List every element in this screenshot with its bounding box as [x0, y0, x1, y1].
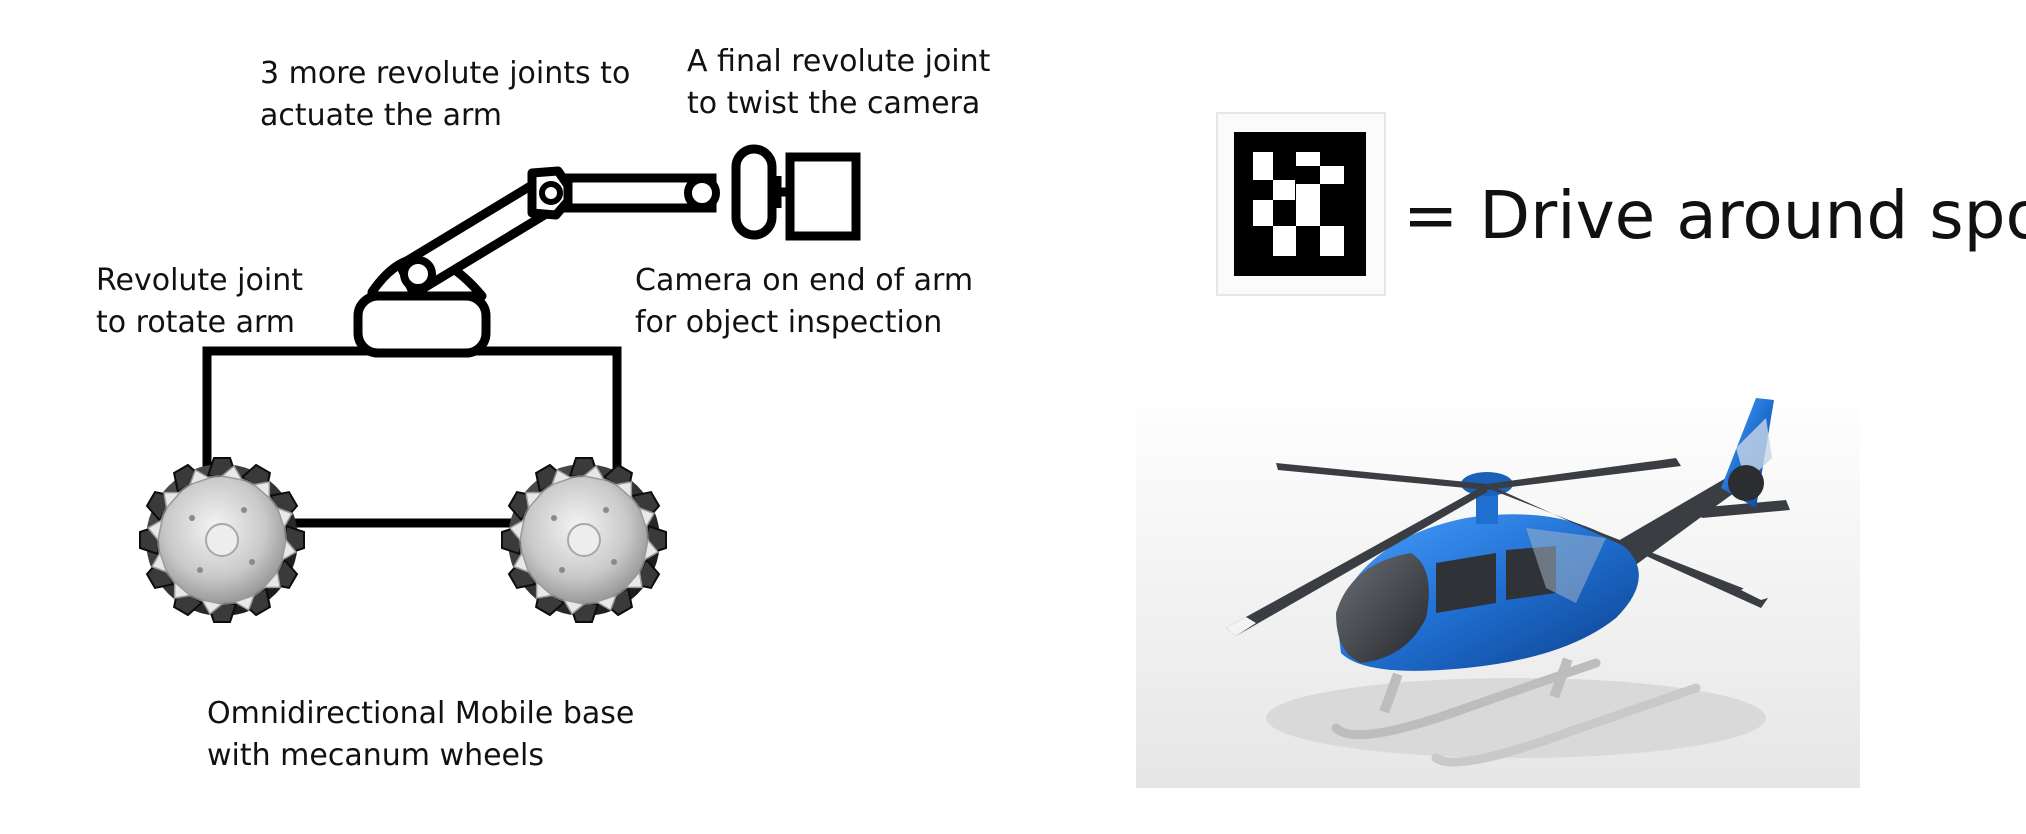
- mecanum-wheel-icon: [501, 457, 667, 623]
- rotate-joint-label-line-2: to rotate arm: [96, 305, 295, 340]
- mecanum-wheel-icon: [139, 457, 305, 623]
- twist-joint: [731, 144, 777, 240]
- marker-caption: = Drive around spot: [1403, 177, 2026, 254]
- base-label-line-2: with mecanum wheels: [207, 738, 544, 773]
- helicopter-icon: [1136, 388, 1860, 788]
- arm-joints-label-line-1: 3 more revolute joints to: [260, 56, 631, 91]
- final-joint-label-line-2: to twist the camera: [687, 86, 981, 121]
- elbow-pivot: [539, 181, 563, 205]
- final-joint-label-line-1: A final revolute joint: [687, 44, 991, 79]
- rotate-joint-label: Revolute joint to rotate arm: [96, 260, 303, 344]
- mecanum-wheel-left: [139, 457, 305, 623]
- final-joint-label: A final revolute joint to twist the came…: [687, 41, 990, 125]
- rotate-joint-label-line-1: Revolute joint: [96, 263, 303, 298]
- camera-label: Camera on end of arm for object inspecti…: [635, 260, 973, 344]
- helicopter-image: [1136, 388, 1860, 788]
- wrist-pivot: [684, 175, 720, 211]
- camera-body: [785, 152, 861, 241]
- camera-label-line-2: for object inspection: [635, 305, 943, 340]
- shoulder-pivot: [400, 256, 436, 292]
- arm-turret: [353, 291, 491, 358]
- base-label: Omnidirectional Mobile base with mecanum…: [207, 693, 634, 777]
- arm-joints-label-line-2: actuate the arm: [260, 98, 502, 133]
- base-label-line-1: Omnidirectional Mobile base: [207, 696, 635, 731]
- arm-joints-label: 3 more revolute joints to actuate the ar…: [260, 53, 630, 137]
- camera-label-line-1: Camera on end of arm: [635, 263, 974, 298]
- aruco-marker-icon: [1216, 112, 1386, 296]
- mecanum-wheel-right: [501, 457, 667, 623]
